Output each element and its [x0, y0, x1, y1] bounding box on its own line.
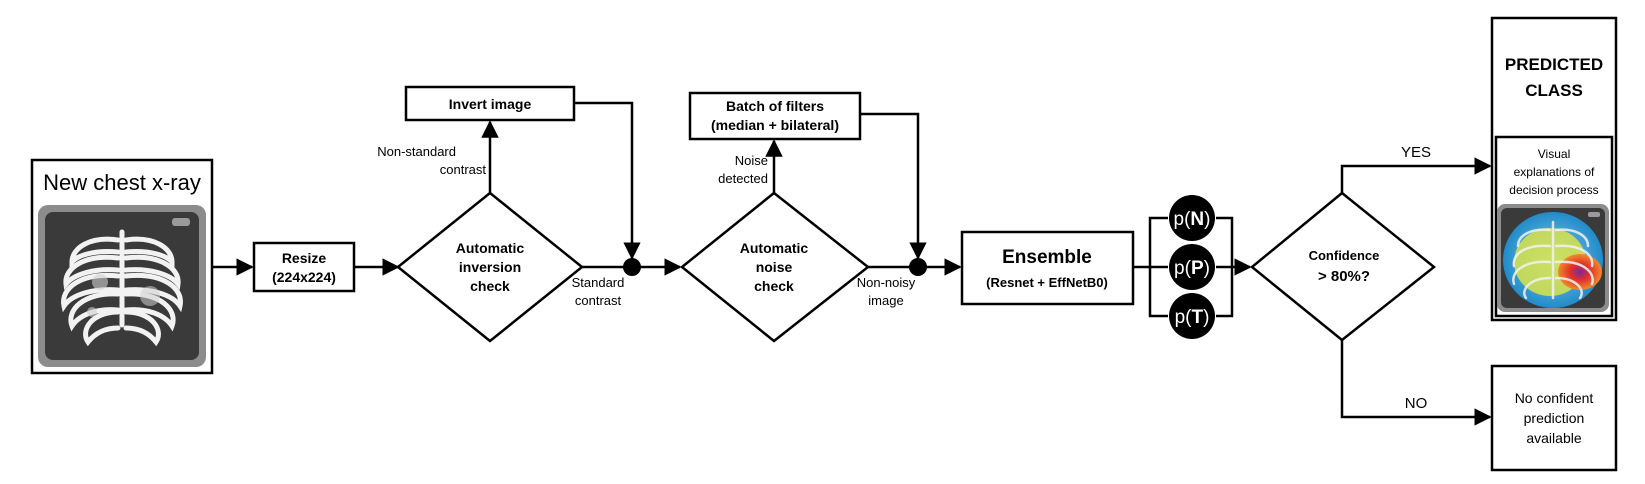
- noise-detected-label-2: detected: [718, 171, 768, 186]
- prob-pneumonia-prefix: p(: [1174, 258, 1192, 279]
- explain-line1: Visual: [1538, 147, 1570, 161]
- svg-text:p(P): p(P): [1174, 258, 1210, 279]
- yes-label: YES: [1401, 144, 1431, 161]
- nonnoisy-label-2: image: [868, 293, 903, 308]
- prob-pneumonia: p(P): [1169, 244, 1215, 290]
- standard-label-2: contrast: [575, 293, 622, 308]
- confidence-diamond: Confidence > 80%?: [1250, 191, 1437, 342]
- no-prediction-box: No confident prediction available: [1490, 364, 1618, 472]
- xray-image: [38, 205, 206, 367]
- filters-line1: Batch of filters: [726, 98, 824, 114]
- no-prediction-line1: No confident: [1515, 390, 1594, 406]
- ensemble-subtitle: (Resnet + EffNetB0): [986, 275, 1108, 290]
- predicted-class-box: PREDICTED CLASS Visual explanations of d…: [1490, 16, 1618, 322]
- connectors: [212, 101, 1492, 426]
- prob-pneumonia-suffix: ): [1204, 258, 1210, 279]
- heatmap-xray-image: [1497, 204, 1609, 312]
- probability-circles: p(N) p(P) p(T): [1169, 195, 1215, 339]
- svg-text:p(N): p(N): [1174, 209, 1211, 230]
- invert-image-label: Invert image: [449, 96, 532, 112]
- explain-line3: decision process: [1509, 183, 1598, 197]
- prob-tuberculosis-class: T: [1191, 307, 1203, 328]
- filters-line2: (median + bilateral): [711, 117, 839, 133]
- nonstandard-label-1: Non-standard: [377, 144, 456, 159]
- ensemble-title: Ensemble: [1002, 247, 1092, 268]
- prob-tuberculosis-suffix: ): [1203, 307, 1209, 328]
- inversion-check-line1: Automatic: [456, 240, 525, 256]
- confidence-line1: Confidence: [1309, 248, 1380, 263]
- prob-tuberculosis: p(T): [1169, 293, 1215, 339]
- inversion-check-line3: check: [470, 278, 510, 294]
- prob-normal-prefix: p(: [1174, 209, 1192, 230]
- prob-tuberculosis-prefix: p(: [1175, 307, 1193, 328]
- ensemble-box: Ensemble (Resnet + EffNetB0): [960, 230, 1135, 306]
- noise-check-line2: noise: [756, 259, 793, 275]
- filters-box: Batch of filters (median + bilateral): [688, 91, 862, 141]
- merge-dot-1: [623, 258, 641, 276]
- prob-normal: p(N): [1169, 195, 1215, 241]
- prob-normal-class: N: [1190, 209, 1204, 230]
- predicted-line1: PREDICTED: [1505, 55, 1603, 74]
- svg-text:p(T): p(T): [1175, 307, 1210, 328]
- resize-size: (224x224): [272, 269, 336, 285]
- input-xray-box: New chest x-ray: [30, 158, 214, 375]
- invert-image-box: Invert image: [404, 85, 576, 122]
- standard-label-1: Standard: [572, 275, 625, 290]
- prob-normal-suffix: ): [1204, 209, 1210, 230]
- prob-pneumonia-class: P: [1191, 258, 1204, 279]
- inversion-check-diamond: Automatic inversion check: [396, 191, 584, 343]
- nonstandard-label-2: contrast: [440, 162, 487, 177]
- inversion-check-line2: inversion: [459, 259, 521, 275]
- noise-check-diamond: Automatic noise check: [680, 191, 871, 343]
- input-title: New chest x-ray: [43, 170, 201, 195]
- no-label: NO: [1405, 395, 1428, 412]
- predicted-line2: CLASS: [1525, 81, 1583, 100]
- noise-check-line3: check: [754, 278, 794, 294]
- resize-box: Resize (224x224): [252, 241, 356, 293]
- confidence-line2: > 80%?: [1318, 268, 1370, 285]
- explain-line2: explanations of: [1514, 165, 1595, 179]
- nonnoisy-label-1: Non-noisy: [857, 275, 916, 290]
- no-prediction-line2: prediction: [1524, 410, 1585, 426]
- noise-detected-label-1: Noise: [735, 153, 768, 168]
- merge-dot-2: [909, 258, 927, 276]
- no-prediction-line3: available: [1526, 430, 1581, 446]
- noise-check-line1: Automatic: [740, 240, 809, 256]
- resize-label: Resize: [282, 250, 327, 266]
